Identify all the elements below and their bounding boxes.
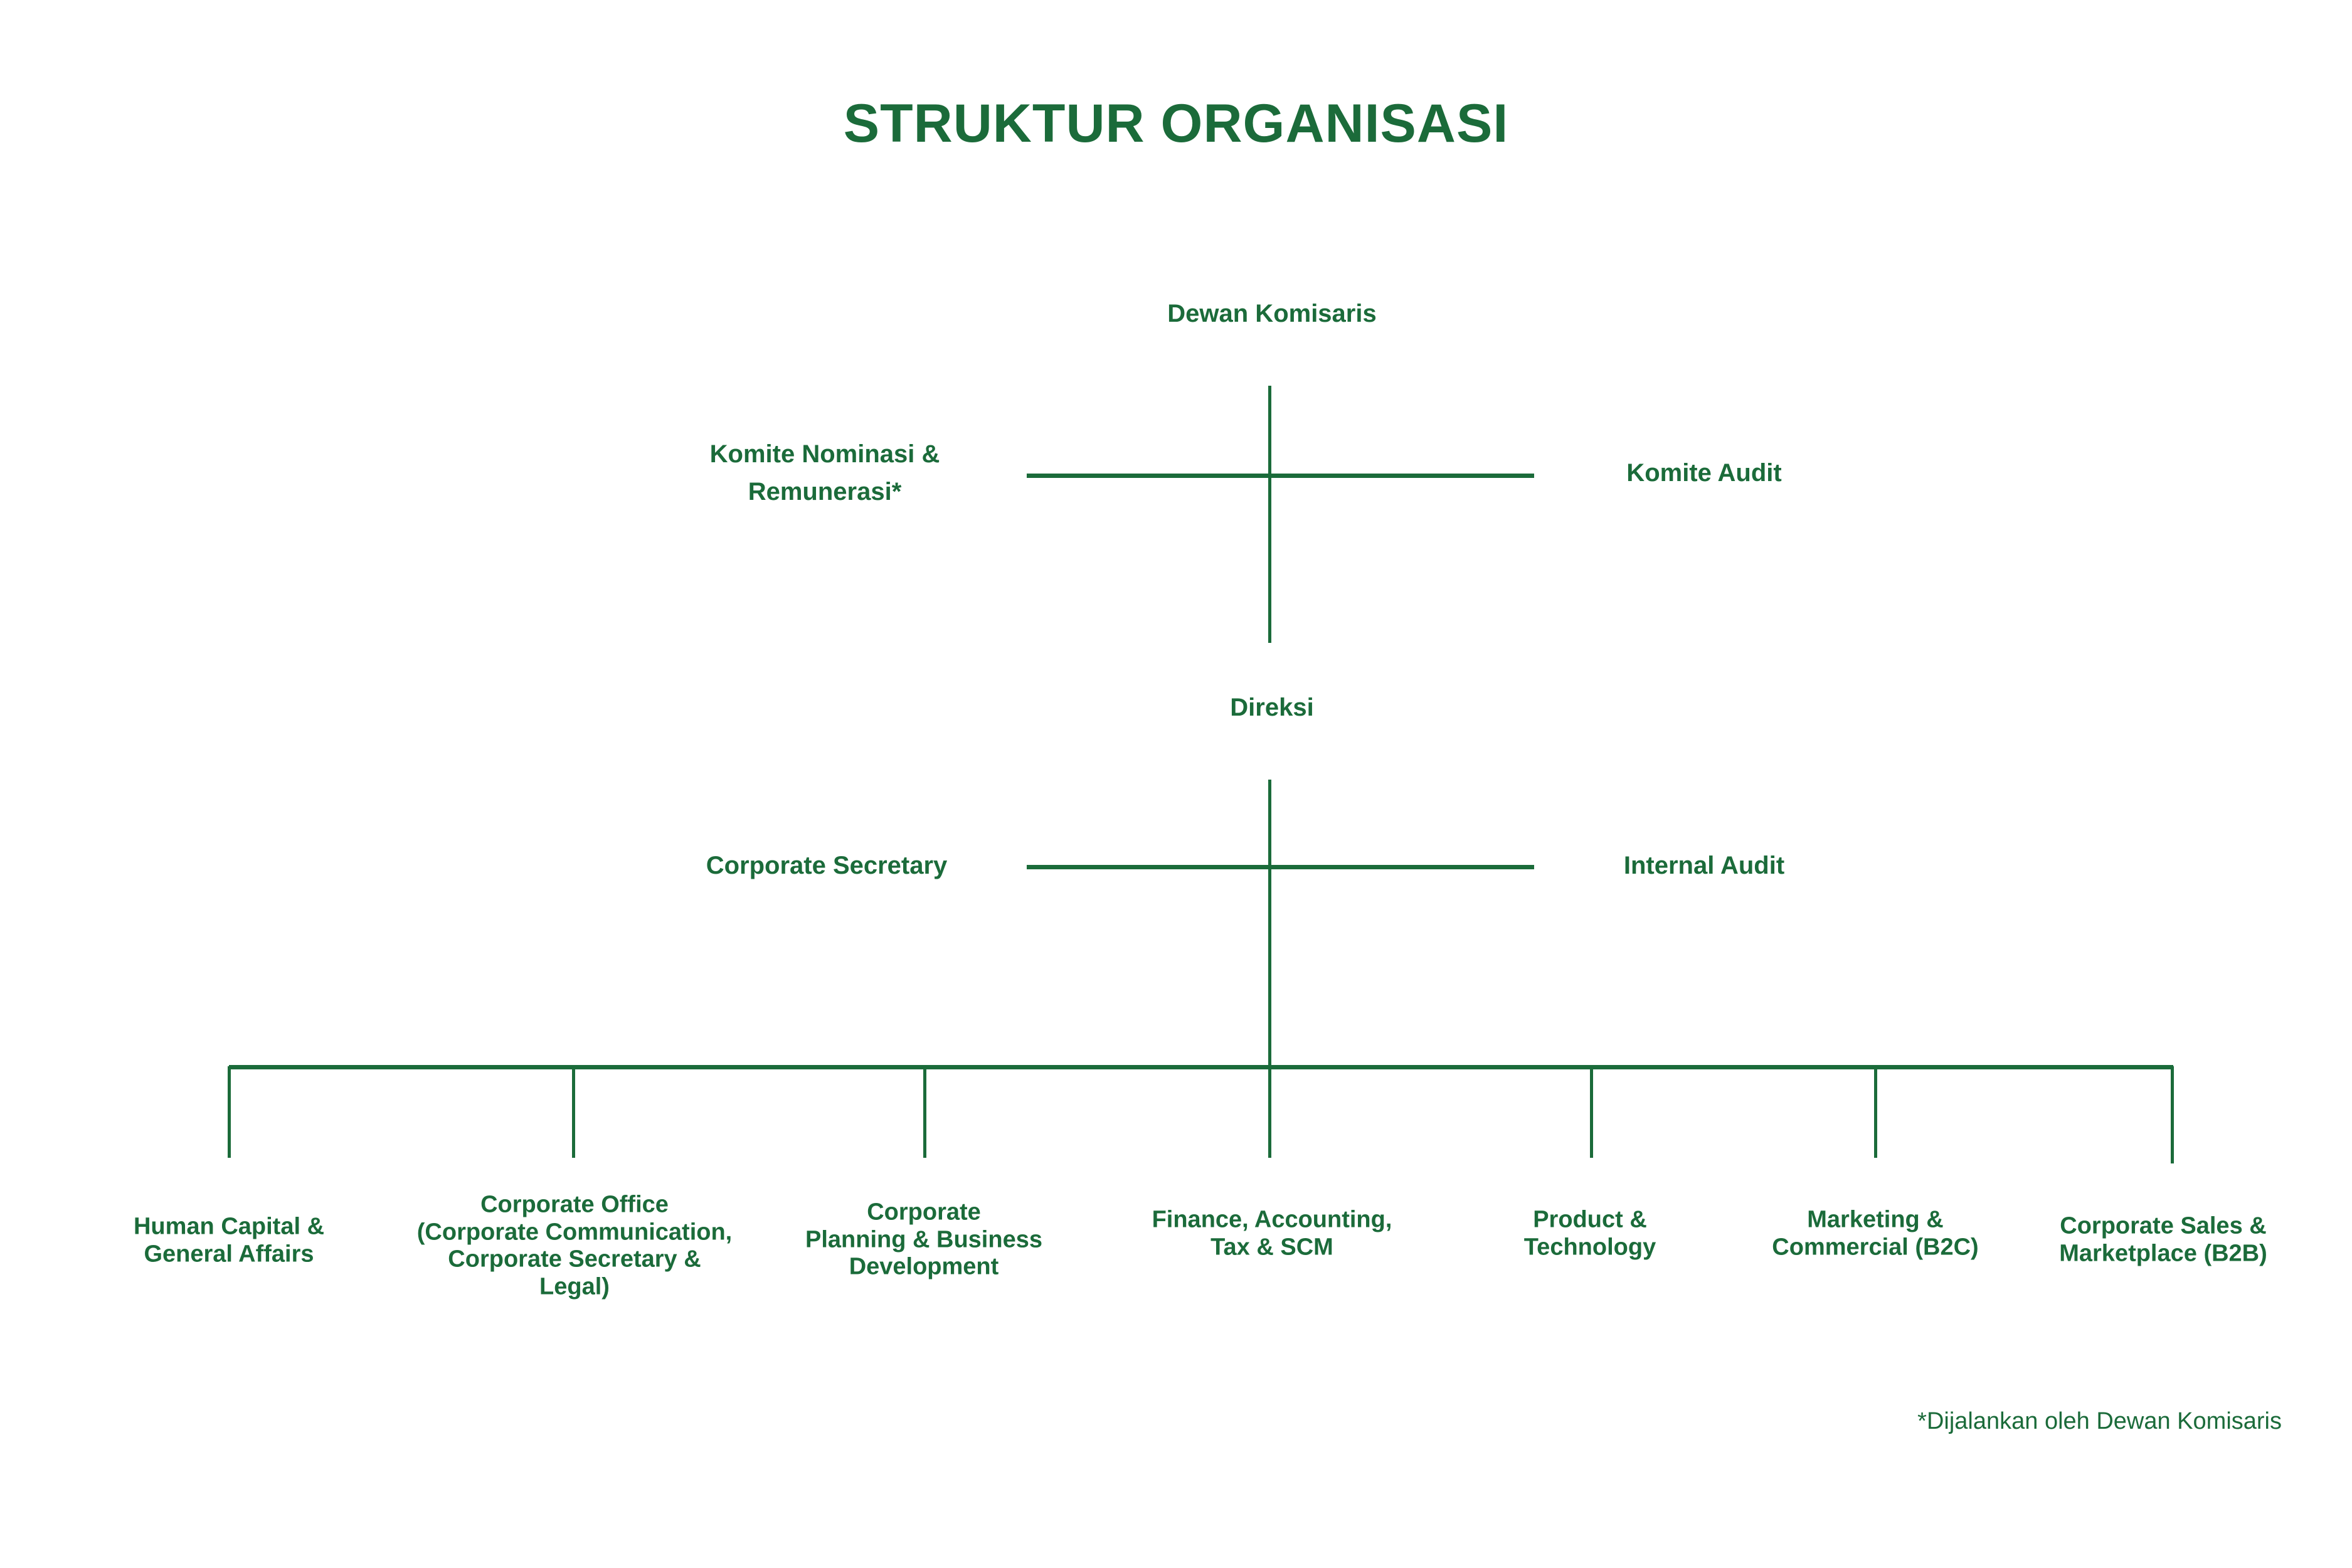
unit-finance: Finance, Accounting, Tax & SCM (1152, 1206, 1392, 1261)
connector-units-bus (229, 1065, 2173, 1069)
connector-unit-drop (228, 1066, 231, 1158)
unit-line: Corporate (867, 1199, 981, 1226)
unit-line: Technology (1523, 1234, 1656, 1260)
unit-line: Corporate Secretary & (448, 1246, 701, 1273)
unit-marketing-b2c: Marketing & Commercial (B2C) (1772, 1206, 1978, 1261)
unit-corporate-sales-b2b: Corporate Sales & Marketplace (B2B) (2059, 1212, 2267, 1267)
unit-line: Corporate Sales & (2060, 1212, 2267, 1239)
unit-line: Marketing & (1807, 1206, 1944, 1233)
connector-direksi-to-units (1268, 780, 1271, 1069)
unit-line: Commercial (B2C) (1772, 1234, 1979, 1260)
connector-unit-drop (1268, 1066, 1271, 1158)
unit-line: Corporate Office (480, 1191, 669, 1218)
connector-unit-drop (2171, 1066, 2174, 1163)
connector-unit-drop (572, 1066, 575, 1158)
node-internal-audit: Internal Audit (1623, 852, 1785, 879)
unit-corporate-planning: Corporate Planning & Business Developmen… (805, 1199, 1042, 1281)
node-komite-nominasi-remunerasi: Komite Nominasi & Remunerasi* (710, 435, 940, 511)
unit-line: Human Capital & (133, 1213, 325, 1240)
node-line: Remunerasi* (748, 478, 902, 506)
unit-corporate-office: Corporate Office (Corporate Communicatio… (417, 1192, 732, 1301)
unit-line: General Affairs (144, 1241, 314, 1267)
unit-line: Planning & Business (805, 1226, 1042, 1253)
connector-unit-drop (1590, 1066, 1593, 1158)
unit-line: Marketplace (B2B) (2059, 1240, 2267, 1266)
page-title: STRUKTUR ORGANISASI (843, 93, 1509, 154)
unit-line: (Corporate Communication, (416, 1219, 733, 1246)
unit-line: Legal) (539, 1273, 610, 1300)
connector-board-committees (1027, 474, 1534, 478)
unit-human-capital: Human Capital & General Affairs (134, 1213, 324, 1268)
node-komite-audit: Komite Audit (1626, 459, 1782, 487)
unit-line: Tax & SCM (1210, 1234, 1333, 1260)
connector-board-to-direksi (1268, 386, 1271, 643)
connector-unit-drop (1874, 1066, 1877, 1158)
node-direksi: Direksi (1230, 694, 1314, 721)
node-line: Komite Nominasi & (709, 440, 940, 468)
unit-product-technology: Product & Technology (1524, 1206, 1656, 1261)
unit-line: Development (849, 1253, 999, 1280)
unit-line: Finance, Accounting, (1152, 1206, 1392, 1233)
connector-unit-drop (923, 1066, 926, 1158)
footnote: *Dijalankan oleh Dewan Komisaris (1917, 1408, 2282, 1434)
node-corporate-secretary: Corporate Secretary (706, 852, 948, 879)
node-dewan-komisaris: Dewan Komisaris (1167, 300, 1377, 327)
connector-direksi-support (1027, 865, 1534, 869)
unit-line: Product & (1533, 1206, 1647, 1233)
